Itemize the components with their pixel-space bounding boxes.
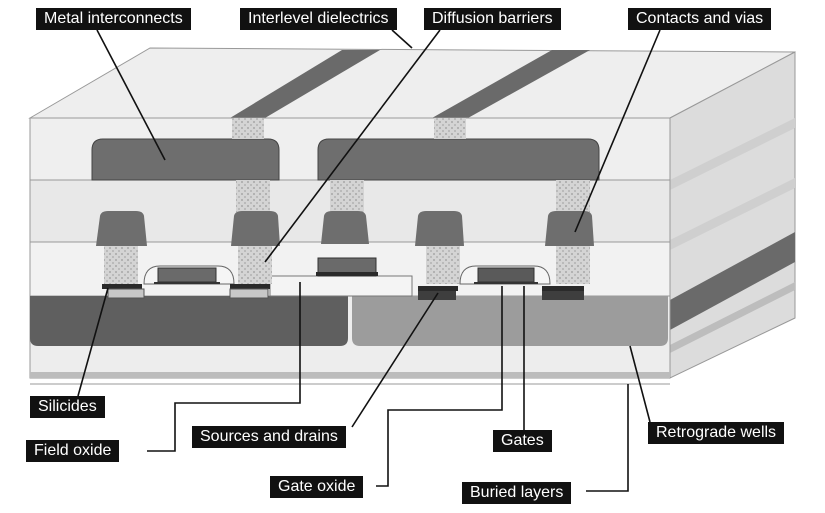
contact-2 [238, 246, 272, 284]
top-metal-line-left [230, 50, 380, 118]
gate-left [157, 267, 217, 283]
metal-interconnect-right [317, 138, 600, 181]
side-face-band-1 [670, 118, 795, 190]
label-silicides: Silicides [30, 396, 105, 418]
left-well [30, 296, 348, 346]
source-drain-2 [229, 288, 269, 299]
source-drain-4 [542, 291, 584, 300]
label-retrograde-wells: Retrograde wells [648, 422, 785, 444]
label-sources-and-drains: Sources and drains [192, 426, 346, 448]
metal-plug-4 [415, 211, 464, 246]
field-oxide-region [269, 275, 413, 297]
gate-right [477, 267, 535, 283]
label-contacts-and-vias: Contacts and vias [628, 8, 772, 30]
leader-lines [77, 29, 661, 492]
top-via-right [434, 118, 466, 139]
label-interlevel-dielectrics: Interlevel dielectrics [240, 8, 397, 30]
mid-via-3 [556, 180, 590, 212]
label-field-oxide: Field oxide [26, 440, 120, 462]
buried-layer-band [30, 372, 670, 378]
silicide-1 [102, 284, 142, 289]
mid-via-1 [236, 180, 270, 212]
label-buried-layers: Buried layers [462, 482, 572, 504]
contact-3 [426, 246, 460, 284]
silicide-4 [542, 286, 584, 291]
metal-plug-3 [321, 211, 369, 244]
contact-4 [556, 246, 590, 284]
metal-plug-1 [96, 211, 147, 246]
side-face-lower-band [670, 282, 795, 353]
block-top-face [28, 47, 796, 119]
label-metal-interconnects: Metal interconnects [36, 8, 191, 30]
side-face-band-2 [670, 178, 795, 250]
label-diffusion-barriers: Diffusion barriers [424, 8, 561, 30]
source-drain-1 [107, 288, 145, 299]
metal-interconnect-left [91, 138, 280, 181]
label-gates: Gates [493, 430, 552, 452]
metal-plug-5 [545, 211, 594, 246]
silicide-3 [418, 286, 458, 291]
top-metal-line-right [432, 50, 590, 118]
right-well [352, 296, 668, 346]
metal-plug-2 [231, 211, 280, 246]
top-via-left [232, 118, 264, 139]
contact-1 [104, 246, 138, 284]
label-gate-oxide: Gate oxide [270, 476, 364, 498]
side-face-well-stripe [670, 232, 795, 330]
mid-via-2 [330, 180, 364, 212]
silicide-2 [230, 284, 270, 289]
